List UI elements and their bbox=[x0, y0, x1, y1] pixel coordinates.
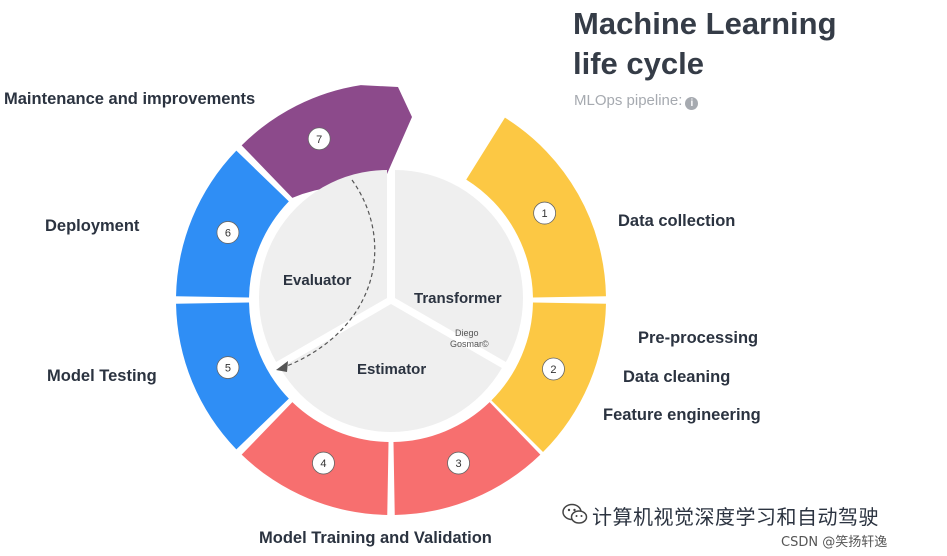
step-badge-4 bbox=[312, 451, 335, 475]
label-feature-engineering: Feature engineering bbox=[603, 406, 761, 424]
label-data-collection: Data collection bbox=[618, 212, 736, 230]
title-line-1: Machine Learning bbox=[573, 6, 837, 41]
step-number-4: 4 bbox=[320, 458, 326, 470]
step-number-6: 6 bbox=[225, 227, 231, 239]
step-badge-6 bbox=[216, 221, 240, 244]
step-number-5: 5 bbox=[225, 363, 231, 375]
label-pre-processing: Pre-processing bbox=[638, 329, 759, 347]
title-line-2: life cycle bbox=[573, 46, 704, 81]
label-model-training: Model Training and Validation bbox=[259, 529, 492, 547]
info-icon[interactable]: i bbox=[685, 97, 699, 110]
step-badge-1 bbox=[533, 201, 557, 225]
step-badge-2 bbox=[542, 357, 565, 381]
step-number-1: 1 bbox=[542, 208, 548, 220]
step-badge-3 bbox=[447, 451, 470, 475]
step-badge-5 bbox=[216, 356, 240, 379]
evaluator-label: Evaluator bbox=[283, 272, 352, 289]
label-model-testing: Model Testing bbox=[47, 367, 157, 385]
estimator-wedge bbox=[280, 304, 502, 432]
transformer-wedge bbox=[395, 170, 523, 362]
subtitle-text: MLOps pipeline: bbox=[574, 92, 683, 109]
subtitle: MLOps pipeline:i bbox=[574, 92, 699, 110]
transformer-label: Transformer bbox=[414, 290, 502, 307]
credit-line-2: Gosmar© bbox=[450, 339, 489, 349]
csdn-credit: CSDN @笑扬轩逸 bbox=[781, 535, 888, 550]
step-badge-7 bbox=[307, 127, 331, 151]
watermark-text: 计算机视觉深度学习和自动驾驶 bbox=[592, 505, 879, 529]
label-data-cleaning: Data cleaning bbox=[623, 368, 731, 386]
estimator-label: Estimator bbox=[357, 361, 426, 378]
step-number-3: 3 bbox=[455, 458, 461, 470]
label-deployment: Deployment bbox=[45, 217, 140, 235]
dashed-arrow bbox=[281, 179, 376, 369]
arrow-head bbox=[276, 361, 288, 372]
credit-line-1: Diego bbox=[455, 328, 479, 338]
label-maintenance: Maintenance and improvements bbox=[4, 90, 256, 108]
step-number-7: 7 bbox=[316, 134, 322, 146]
wechat-icon bbox=[562, 503, 588, 524]
page-title: Machine Learning life cycle bbox=[573, 4, 837, 84]
step-number-2: 2 bbox=[550, 364, 556, 376]
